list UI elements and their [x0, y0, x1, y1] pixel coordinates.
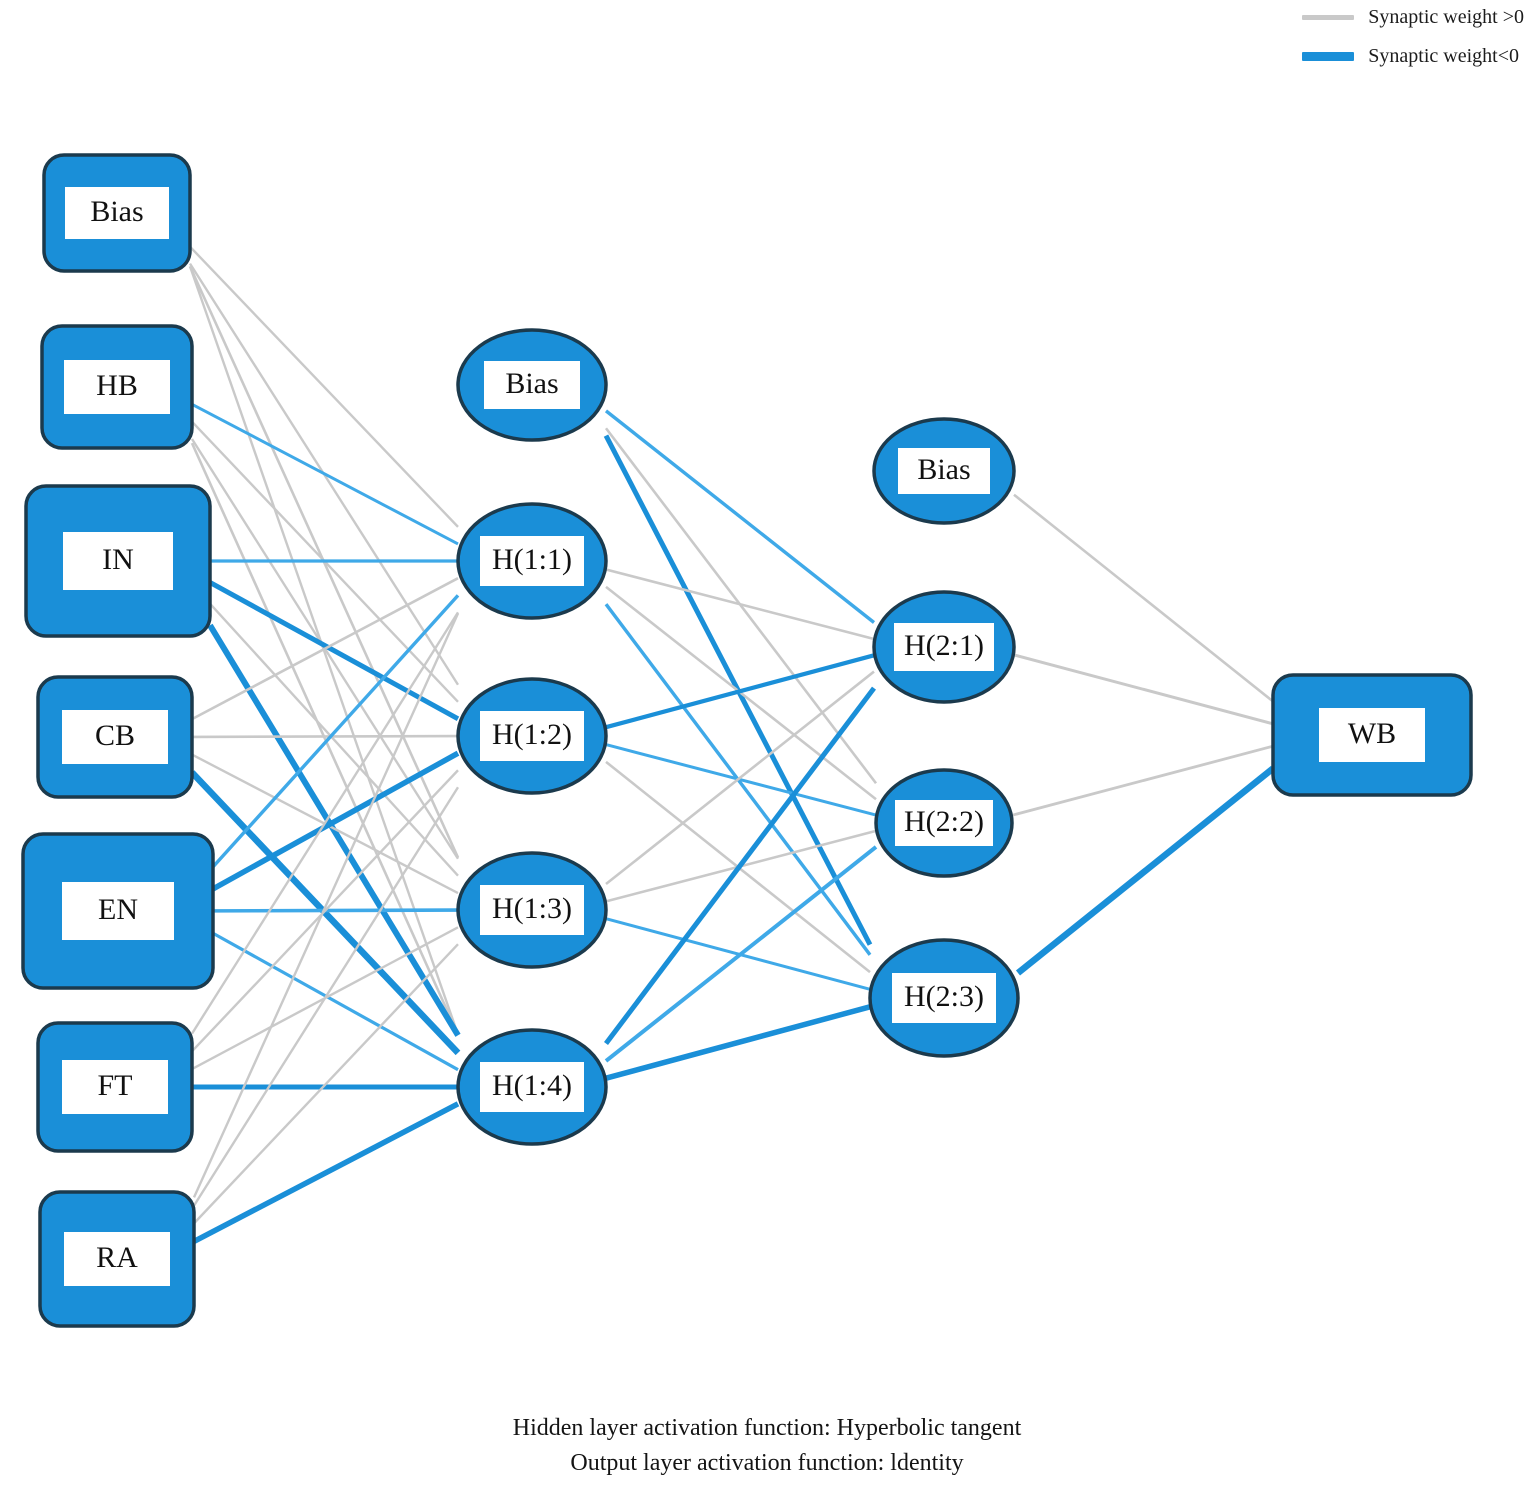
edge-in_ra-to-h1_2: [192, 786, 460, 1207]
edge-in_ra-to-h1_1: [192, 612, 460, 1198]
node-label-box: [894, 623, 994, 671]
node-label-box: [898, 448, 990, 494]
node-label-box: [62, 710, 168, 764]
node-label-text: H(1:2): [492, 718, 572, 751]
node-in_ft[interactable]: FT: [36, 1021, 194, 1153]
node-in_in[interactable]: IN: [24, 484, 212, 638]
node-label-text: H(2:1): [904, 629, 984, 662]
node-label-box: [62, 1060, 168, 1114]
edge-h2_2-to-out_wb: [1011, 744, 1274, 817]
legend-label-positive: Synaptic weight >0: [1368, 6, 1524, 28]
node-label-box: [484, 361, 580, 409]
node-label-box: [64, 1232, 170, 1286]
positive-weight-swatch: [1302, 15, 1355, 20]
node-in_bias[interactable]: Bias: [42, 153, 192, 273]
edge-h1_3-to-h2_1: [605, 670, 875, 886]
node-in_ra[interactable]: RA: [38, 1190, 196, 1328]
node-label-box: [895, 800, 993, 846]
edge-in_en-to-h1_3: [212, 908, 459, 913]
edge-in_cb-to-h1_2: [191, 734, 459, 739]
edge-in_in-to-h1_4: [207, 623, 461, 1037]
node-h2_3[interactable]: H(2:3): [868, 938, 1020, 1058]
node-in_en[interactable]: EN: [21, 832, 215, 990]
legend-label-negative: Synaptic weight<0: [1368, 45, 1519, 67]
edge-h1_2-to-h2_1: [605, 653, 875, 730]
edge-h1_1-to-h2_1: [605, 568, 875, 641]
node-label-box: [480, 711, 584, 761]
edge-in_en-to-h1_4: [212, 931, 459, 1072]
node-h2_2[interactable]: H(2:2): [874, 768, 1014, 878]
node-label-box: [65, 187, 169, 239]
node-h1_bias[interactable]: Bias: [456, 328, 608, 442]
edge-in_ra-to-h1_4: [192, 1101, 460, 1244]
node-h2_bias[interactable]: Bias: [872, 417, 1016, 525]
node-in_cb[interactable]: CB: [36, 675, 194, 799]
legend-item-negative: Synaptic weight<0: [1302, 45, 1524, 68]
edge-h2_1-to-out_wb: [1013, 653, 1274, 726]
node-label-text: IN: [102, 543, 134, 576]
node-label-box: [64, 360, 170, 414]
node-label-box: [480, 1062, 584, 1112]
node-label-text: H(2:3): [904, 980, 984, 1013]
edge-in_in-to-h1_2: [208, 580, 460, 721]
node-label-box: [62, 882, 174, 940]
activation-function-caption: Hidden layer activation function: Hyperb…: [0, 1411, 1534, 1481]
node-label-box: [480, 536, 584, 586]
edge-in_ft-to-h1_1: [190, 611, 460, 1035]
node-label-box: [63, 532, 173, 590]
node-label-text: RA: [96, 1241, 138, 1274]
node-h1_1[interactable]: H(1:1): [456, 502, 608, 620]
edge-h2_bias-to-out_wb: [1013, 493, 1274, 703]
node-label-text: H(1:3): [492, 892, 572, 925]
node-label-text: HB: [96, 369, 138, 402]
edge-in_ra-to-h1_3: [193, 943, 459, 1225]
legend-item-positive: Synaptic weight >0: [1302, 6, 1524, 29]
node-label-box: [480, 885, 584, 935]
node-h1_4[interactable]: H(1:4): [456, 1028, 608, 1146]
output-layer-activation-text: Output layer activation function: ldenti…: [570, 1450, 964, 1477]
edge-layer: [188, 245, 1276, 1244]
node-label-text: WB: [1348, 717, 1396, 750]
edge-h1_4-to-h2_3: [605, 1004, 871, 1081]
node-label-text: CB: [95, 719, 135, 752]
node-out_wb[interactable]: WB: [1271, 673, 1473, 797]
node-label-text: H(1:1): [492, 543, 572, 576]
node-label-text: Bias: [90, 195, 143, 228]
node-h1_3[interactable]: H(1:3): [456, 851, 608, 969]
edge-in_hb-to-h1_4: [190, 442, 460, 1036]
node-h1_2[interactable]: H(1:2): [456, 677, 608, 795]
edge-h1_bias-to-h2_1: [604, 409, 876, 624]
node-label-box: [892, 973, 996, 1023]
node-layer: BiasHBINCBENFTRABiasH(1:1)H(1:2)H(1:3)H(…: [21, 153, 1473, 1328]
edge-in_cb-to-h1_1: [191, 577, 459, 721]
edge-h1_2-to-h2_2: [605, 743, 877, 817]
edge-in_en-to-h1_2: [211, 750, 460, 892]
node-label-text: H(1:4): [492, 1069, 572, 1102]
edge-h2_3-to-out_wb: [1015, 765, 1276, 976]
node-label-text: H(2:2): [904, 805, 984, 838]
node-label-text: Bias: [917, 453, 970, 486]
legend: Synaptic weight >0 Synaptic weight<0: [1302, 6, 1524, 68]
negative-weight-swatch: [1302, 52, 1355, 61]
edge-in_cb-to-h1_4: [189, 770, 461, 1056]
node-label-text: Bias: [505, 367, 558, 400]
edge-in_in-to-h1_3: [209, 602, 459, 877]
node-label-box: [1319, 708, 1425, 762]
hidden-layer-activation-text: Hidden layer activation function: Hyperb…: [512, 1415, 1022, 1442]
edge-h1_4-to-h2_1: [604, 686, 876, 1046]
node-label-text: EN: [98, 893, 138, 926]
edge-h1_4-to-h2_2: [604, 845, 878, 1063]
edge-in_en-to-h1_1: [211, 594, 460, 868]
node-label-text: FT: [97, 1069, 132, 1102]
edge-in_ft-to-h1_2: [191, 769, 459, 1053]
edge-in_bias-to-h1_1: [189, 245, 459, 528]
node-h2_1[interactable]: H(2:1): [872, 590, 1016, 704]
node-in_hb[interactable]: HB: [40, 324, 194, 450]
edge-in_hb-to-h1_1: [191, 402, 459, 546]
